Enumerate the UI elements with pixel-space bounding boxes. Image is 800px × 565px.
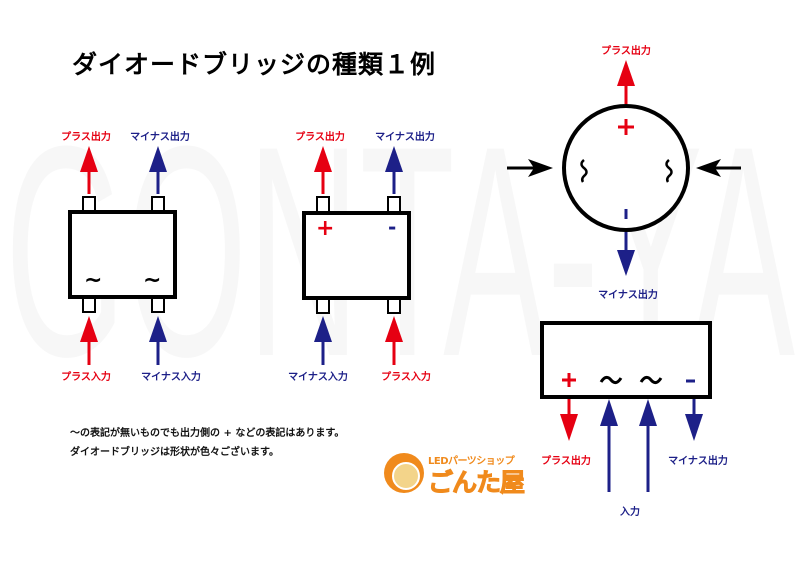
label-input: 入力: [620, 507, 640, 518]
label-plus-output: プラス出力: [295, 132, 345, 143]
arrow-left-black-icon: [696, 159, 741, 177]
note-line-1: ～の表記が無いものでも出力側の + などの表記はあります。: [70, 428, 345, 439]
ac-mark: ~: [143, 268, 162, 293]
arrow-up-blue-icon: [149, 316, 167, 365]
tilde-right-icon: [665, 159, 673, 183]
bridge-square-dc: [302, 146, 411, 365]
arrow-down-blue-icon: [617, 232, 635, 276]
note-line-2: ダイオードブリッジは形状が色々ございます。: [70, 447, 279, 458]
arrow-up-red-icon: [80, 316, 98, 365]
arrow-up-blue-icon: [385, 146, 403, 194]
page-title: ダイオードブリッジの種類１例: [72, 50, 437, 79]
arrow-up-red-icon: [80, 146, 98, 194]
label-minus-input: マイナス入力: [288, 372, 348, 383]
label-plus-output: プラス出力: [61, 132, 111, 143]
bridge-round: [507, 60, 741, 276]
arrow-down-blue-icon: [685, 399, 703, 441]
label-plus-output: プラス出力: [601, 46, 651, 57]
label-minus-output: マイナス出力: [668, 456, 728, 467]
minus-mark: -: [388, 215, 397, 239]
label-plus-output: プラス出力: [541, 456, 591, 467]
bridge-square-ac: [68, 146, 177, 365]
arrow-up-blue-icon: [639, 399, 657, 492]
arrow-up-blue-icon: [314, 316, 332, 365]
arrow-up-red-icon: [385, 316, 403, 365]
label-minus-input: マイナス入力: [141, 372, 201, 383]
arrow-up-blue-icon: [149, 146, 167, 194]
arrow-up-red-icon: [617, 60, 635, 104]
label-minus-output: マイナス出力: [130, 132, 190, 143]
label-minus-output: マイナス出力: [375, 132, 435, 143]
logo-name: ごんた屋: [427, 468, 525, 498]
logo-subtitle: LEDパーツショップ: [428, 456, 515, 467]
arrow-right-black-icon: [507, 159, 553, 177]
plus-mark: +: [316, 216, 335, 241]
tilde-left-icon: [580, 159, 588, 183]
ac-mark: ~: [84, 268, 103, 293]
arrow-up-blue-icon: [600, 399, 618, 492]
label-minus-output: マイナス出力: [598, 290, 658, 301]
bridge-sip: [540, 321, 712, 492]
label-plus-input: プラス入力: [381, 372, 431, 383]
shop-logo: LEDパーツショップ ごんた屋: [382, 450, 532, 498]
arrow-down-red-icon: [560, 399, 578, 441]
label-plus-input: プラス入力: [61, 372, 111, 383]
arrow-up-red-icon: [314, 146, 332, 194]
logo-mascot-icon: [384, 453, 424, 493]
